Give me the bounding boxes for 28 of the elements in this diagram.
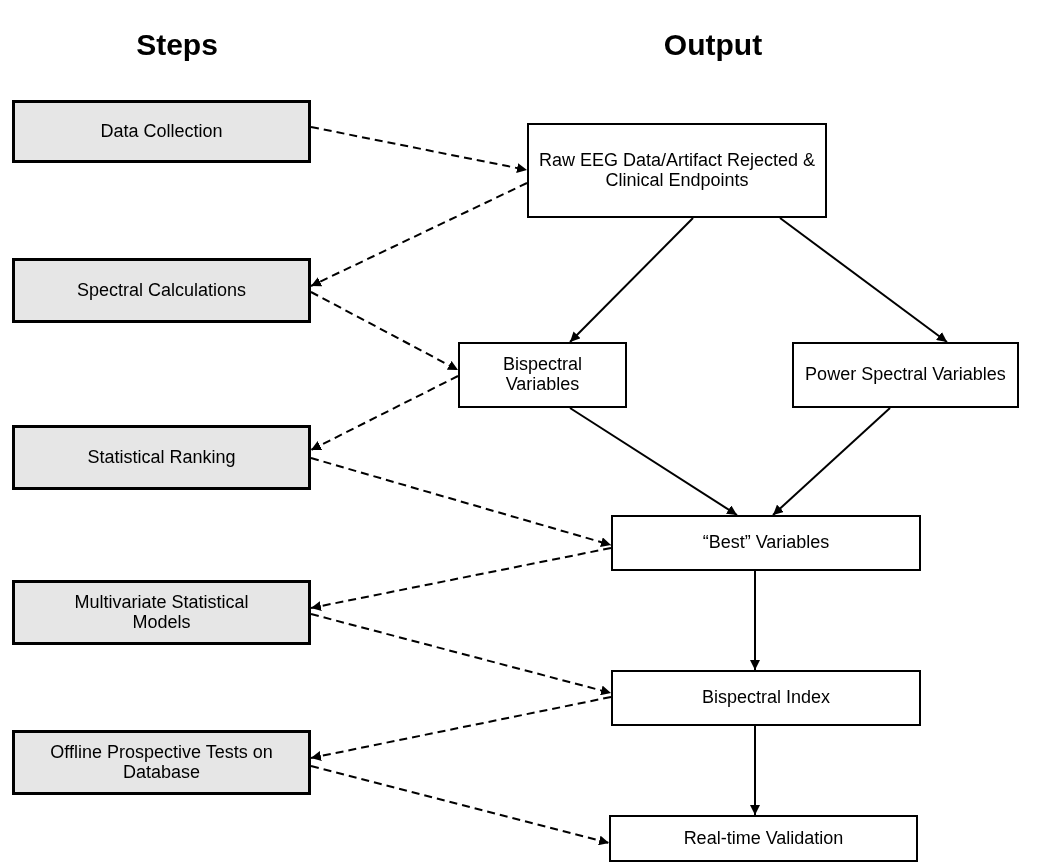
output-box: Bispectral Variables <box>458 342 627 408</box>
output-box: Real-time Validation <box>609 815 918 862</box>
output-box: Raw EEG Data/Artifact Rejected & Clinical Endpoints <box>527 123 827 218</box>
output-box: “Best” Variables <box>611 515 921 571</box>
arrow <box>310 457 612 547</box>
arrow <box>310 765 610 846</box>
column-heading: Output <box>663 28 763 62</box>
column-heading: Steps <box>136 28 218 62</box>
arrow <box>779 217 948 343</box>
arrow <box>310 182 528 287</box>
arrow <box>750 725 760 816</box>
output-box: Power Spectral Variables <box>792 342 1019 408</box>
arrow <box>569 217 694 343</box>
arrow <box>310 547 612 611</box>
arrow <box>310 613 612 696</box>
step-box: Statistical Ranking <box>12 425 311 490</box>
arrow <box>772 407 891 516</box>
arrow <box>569 407 738 516</box>
arrow <box>310 291 459 371</box>
step-box: Multivariate Statistical Models <box>12 580 311 645</box>
arrow <box>310 126 528 173</box>
arrow <box>310 375 459 451</box>
arrow <box>750 570 760 671</box>
step-box: Data Collection <box>12 100 311 163</box>
step-box: Spectral Calculations <box>12 258 311 323</box>
arrow <box>310 696 612 761</box>
step-box: Offline Prospective Tests on Database <box>12 730 311 795</box>
output-box: Bispectral Index <box>611 670 921 726</box>
